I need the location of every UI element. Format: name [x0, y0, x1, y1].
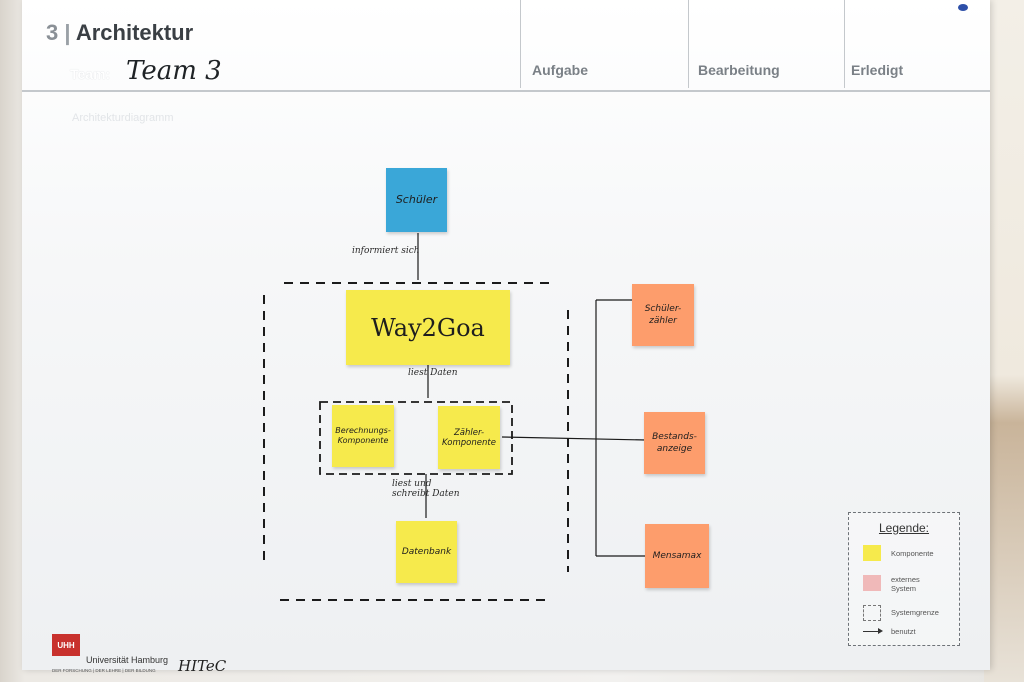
column-aufgabe: Aufgabe [532, 62, 588, 78]
note-bestandsanzeige: Bestands-anzeige [644, 412, 705, 474]
column-erledigt: Erledigt [851, 62, 904, 78]
column-divider [688, 0, 689, 88]
title-number: 3 [46, 20, 59, 45]
sheet-header: 3 | Architektur Team: Team 3 Aufgabe Bea… [22, 0, 990, 92]
column-bearbeitung: Bearbeitung [698, 62, 780, 78]
wall-background [984, 0, 1024, 682]
legend-system: Systemgrenze [891, 608, 939, 617]
legend-komponente: Komponente [891, 549, 934, 558]
flipchart-sheet: 3 | Architektur Team: Team 3 Aufgabe Bea… [22, 0, 990, 675]
legend-benutzt: benutzt [891, 627, 916, 636]
faint-subtitle: Architekturdiagramm [72, 112, 174, 124]
legend-swatch-komponente [863, 545, 881, 561]
arrow-head-icon [878, 628, 883, 634]
title-text: Architektur [75, 20, 194, 45]
note-way2goa: Way2Goa [346, 290, 510, 365]
pushpin-icon [958, 4, 968, 11]
note-schueler: Schüler [386, 168, 447, 232]
legend-box: Legende: Komponente externes System Syst… [848, 512, 960, 646]
team-label: Team: [70, 66, 111, 82]
legend-swatch-extern [863, 575, 881, 591]
column-divider [844, 0, 845, 88]
title-separator: | [64, 20, 71, 45]
label-informiert: informiert sich [352, 246, 420, 256]
note-mensamax: Mensamax [645, 524, 709, 588]
university-tagline: DER FORSCHUNG | DER LEHRE | DER BILDUNG [52, 668, 156, 673]
note-schuelerzaehler: Schüler-zähler [632, 284, 694, 346]
legend-swatch-system [863, 605, 881, 621]
team-name: Team 3 [126, 56, 222, 86]
university-name: Universität Hamburg [86, 655, 169, 665]
label-liest-daten: liest Daten [408, 368, 458, 378]
arrow-icon [863, 631, 881, 632]
diagram-lines [263, 233, 648, 601]
note-zaehler: Zähler-Komponente [438, 406, 500, 469]
hitec-logo: HITeC [178, 657, 227, 675]
note-berechnung: Berechnungs-Komponente [332, 405, 394, 467]
column-divider [520, 0, 521, 88]
label-liest-schreibt: liest und schreibt Daten [392, 479, 460, 499]
page-title: 3 | Architektur [46, 20, 193, 46]
university-logo: UHH [52, 634, 80, 656]
note-datenbank: Datenbank [396, 521, 457, 583]
legend-extern: externes System [891, 575, 920, 593]
legend-title: Legende: [878, 521, 930, 535]
